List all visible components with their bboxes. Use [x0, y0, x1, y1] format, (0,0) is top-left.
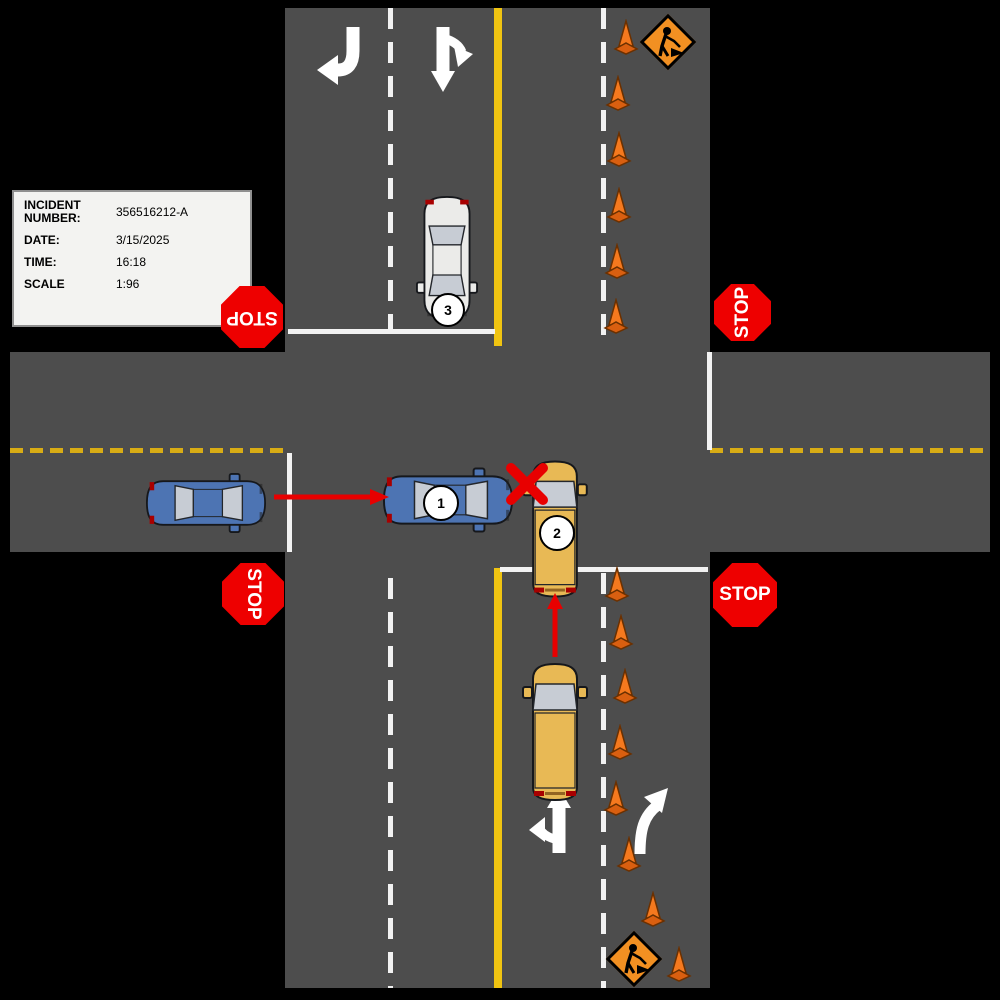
vehicle-badge-2[interactable]: 2: [539, 515, 575, 551]
vehicle-yellow-van-start[interactable]: [522, 658, 588, 803]
stop-sign-southwest[interactable]: STOP: [222, 563, 284, 625]
incident-info-panel[interactable]: INCIDENT NUMBER: 356516212-A DATE: 3/15/…: [12, 190, 252, 327]
scale-row: SCALE 1:96: [24, 277, 240, 291]
straight-left-arrow-icon: [529, 788, 571, 853]
traffic-cone[interactable]: [608, 613, 634, 650]
center-line-yellow-dashed: [10, 448, 288, 453]
scale-label: SCALE: [24, 276, 65, 291]
stop-line-south: [500, 567, 708, 572]
incident-number-row: INCIDENT NUMBER: 356516212-A: [24, 199, 240, 225]
traffic-cone[interactable]: [605, 74, 631, 111]
stop-sign-northeast[interactable]: STOP: [714, 284, 771, 341]
road-work-sign-top[interactable]: [639, 13, 697, 71]
travel-path-arrow-north: [547, 593, 563, 657]
traffic-cone[interactable]: [612, 667, 638, 704]
incident-number-label: INCIDENT NUMBER:: [24, 198, 81, 225]
traffic-cone[interactable]: [604, 242, 630, 279]
merge-curve-arrow-icon: [634, 788, 668, 855]
date-label: DATE:: [24, 232, 60, 247]
stop-sign-text: STOP: [226, 307, 278, 328]
travel-path-arrow-east: [274, 489, 389, 505]
center-line-yellow-dashed: [710, 448, 990, 453]
traffic-cone[interactable]: [606, 130, 632, 167]
traffic-cone[interactable]: [603, 297, 629, 334]
traffic-cone[interactable]: [613, 18, 639, 55]
stop-sign-southeast[interactable]: STOP: [713, 563, 777, 627]
badge-number: 2: [553, 525, 561, 541]
traffic-cone[interactable]: [607, 723, 633, 760]
badge-number: 1: [437, 495, 445, 511]
road-work-sign-bottom[interactable]: [605, 930, 663, 988]
construction-lane-dashed: [601, 573, 606, 988]
time-value: 16:18: [116, 255, 147, 269]
traffic-cone[interactable]: [616, 835, 642, 872]
construction-lane-dashed: [601, 8, 606, 348]
incident-number-value: 356516212-A: [116, 205, 189, 219]
collision-x-marker: [506, 463, 548, 505]
lane-divider-dashed: [388, 8, 393, 329]
date-value: 3/15/2025: [116, 233, 170, 247]
date-row: DATE: 3/15/2025: [24, 233, 240, 247]
vehicle-white-car-3[interactable]: [416, 184, 478, 331]
traffic-cone[interactable]: [640, 890, 666, 927]
worker-digging-icon: [658, 27, 684, 57]
traffic-cone[interactable]: [604, 565, 630, 602]
stop-line-north: [288, 329, 495, 334]
stop-sign-text: STOP: [731, 286, 753, 339]
center-line-yellow: [494, 8, 502, 346]
lane-divider-dashed: [388, 578, 393, 988]
stop-sign-text: STOP: [243, 568, 264, 620]
worker-digging-icon: [624, 944, 650, 974]
straight-right-arrow-icon: [431, 27, 473, 92]
time-row: TIME: 16:18: [24, 255, 240, 269]
turn-left-arrow-icon: [317, 27, 360, 85]
stop-sign-text: STOP: [719, 584, 771, 605]
badge-number: 3: [444, 302, 452, 318]
traffic-cone[interactable]: [603, 779, 629, 816]
stop-line-west: [287, 453, 292, 552]
time-label: TIME:: [24, 254, 57, 269]
vehicle-blue-sedan-start[interactable]: [139, 473, 273, 533]
traffic-cone[interactable]: [666, 945, 692, 982]
vehicle-badge-1[interactable]: 1: [423, 485, 459, 521]
traffic-cone[interactable]: [606, 186, 632, 223]
stop-line-east: [707, 352, 712, 450]
center-line-yellow: [494, 568, 502, 988]
scale-value: 1:96: [116, 277, 140, 291]
vehicle-badge-3[interactable]: 3: [431, 293, 465, 327]
